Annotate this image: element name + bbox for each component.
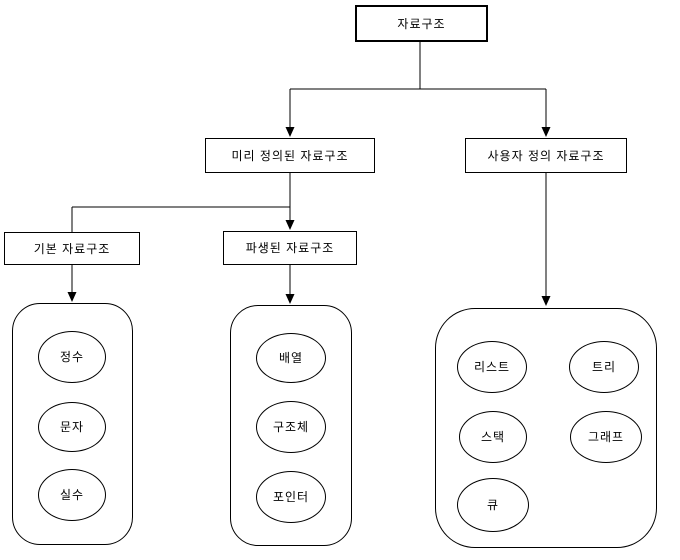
node-derived: 파생된 자료구조	[223, 231, 357, 265]
arrowhead-derived-group	[285, 294, 295, 304]
node-integer: 정수	[38, 331, 106, 383]
arrowhead-user-group	[541, 296, 551, 306]
arrowhead-derived	[285, 220, 295, 230]
node-graph: 그래프	[570, 411, 642, 463]
node-tree: 트리	[569, 341, 639, 393]
node-stack: 스택	[459, 411, 527, 463]
arrowhead-predefined	[285, 127, 295, 137]
arrowhead-basic-group	[67, 292, 77, 302]
node-struct: 구조체	[256, 401, 326, 453]
node-queue: 큐	[457, 478, 529, 532]
arrowhead-user-defined	[541, 127, 551, 137]
node-predefined: 미리 정의된 자료구조	[205, 138, 375, 173]
node-list: 리스트	[457, 341, 527, 393]
node-basic: 기본 자료구조	[4, 232, 140, 265]
node-user-defined: 사용자 정의 자료구조	[465, 138, 627, 173]
node-root: 자료구조	[355, 5, 488, 42]
node-real-number: 실수	[38, 469, 106, 521]
node-array: 배열	[256, 333, 326, 383]
node-character: 문자	[38, 402, 106, 452]
node-pointer: 포인터	[256, 471, 326, 523]
